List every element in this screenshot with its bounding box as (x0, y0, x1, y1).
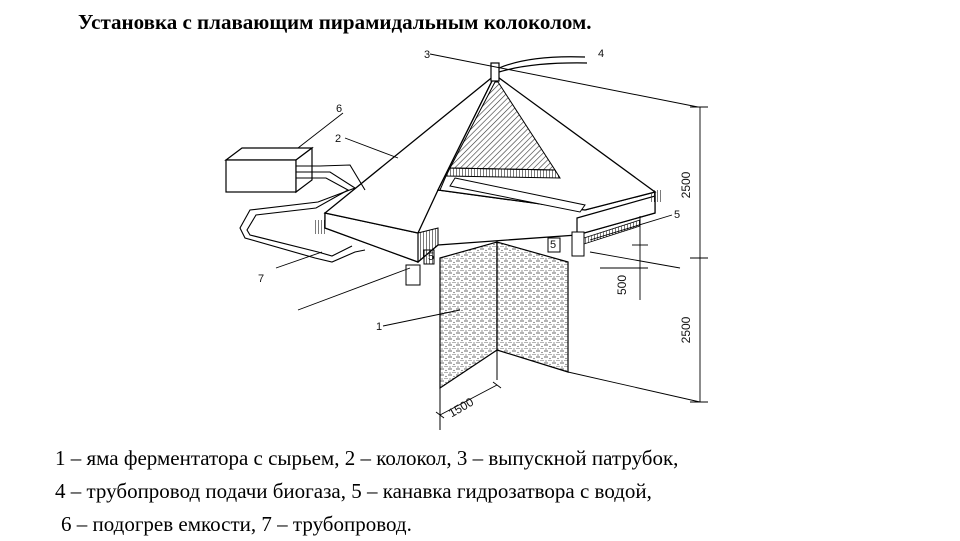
pipeline (239, 164, 366, 263)
outlet-pipe (429, 53, 699, 108)
leader-lines (275, 112, 681, 327)
caption-line-1: 1 – яма ферментатора с сырьем, 2 – колок… (55, 446, 679, 470)
slide-title: Установка с плавающим пирамидальным коло… (78, 10, 592, 34)
fermenter-pit (439, 241, 569, 430)
label-2: 2 (335, 133, 341, 145)
pyramid-bell (323, 74, 657, 234)
label-1: 1 (376, 321, 382, 333)
label-4: 4 (598, 48, 604, 60)
label-7: 7 (258, 273, 264, 285)
dimension-top-height: 2500 (679, 171, 693, 198)
label-5-right: 5 (550, 239, 556, 251)
label-6: 6 (336, 103, 342, 115)
caption-line-2: 4 – трубопровод подачи биогаза, 5 – кана… (55, 479, 652, 503)
dimension-bottom-height: 2500 (679, 316, 693, 343)
legend-caption: 1 – яма ферментатора с сырьем, 2 – колок… (55, 442, 935, 541)
dimension-gap: 500 (615, 275, 629, 295)
label-3: 3 (424, 49, 430, 61)
dimension-lines (435, 106, 708, 419)
caption-line-3: 6 – подогрев емкости, 7 – трубопровод. (61, 512, 412, 536)
label-5-left: 5 (428, 251, 434, 263)
label-5: 5 (674, 209, 680, 221)
heater-box (224, 146, 314, 194)
